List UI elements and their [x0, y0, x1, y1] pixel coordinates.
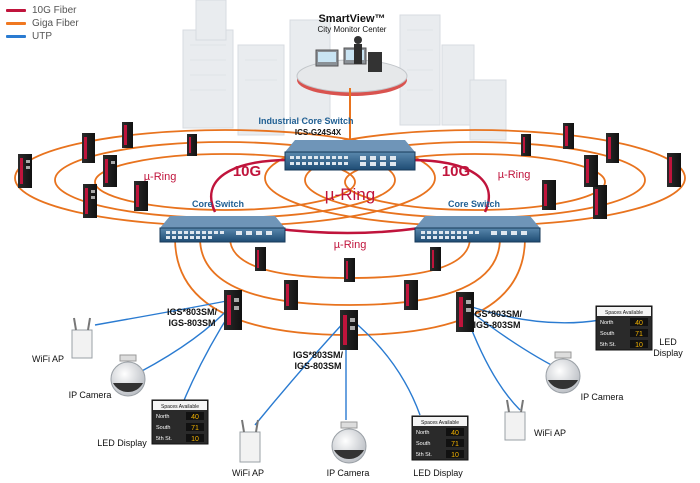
edge-label-right-line2: IGS-803SM: [473, 320, 520, 330]
ring-switch: [521, 134, 531, 156]
wifi-ap-left-icon: [71, 317, 93, 359]
control-center-title: SmartView™: [318, 13, 385, 25]
led-display-right-header: Spaces Available: [605, 310, 643, 316]
core-switch-right: [414, 216, 541, 243]
ring-switch: [584, 155, 598, 187]
legend-label-10g: 10G Fiber: [32, 5, 77, 16]
ip-camera-bottom-label: IP Camera: [327, 468, 370, 478]
led-display-bottom-row2-value: 71: [451, 441, 459, 448]
core-switch-right-label: Core Switch: [448, 199, 500, 209]
ring-switch: [255, 247, 266, 271]
ring-switch: [344, 258, 355, 282]
ring-label-10g-right: 10G: [442, 163, 470, 180]
ring-switches-right: [521, 123, 681, 219]
ring-label-left: µ-Ring: [144, 171, 177, 183]
led-display-bottom-header: Spaces Available: [421, 420, 459, 426]
ip-camera-bottom-icon: [331, 421, 367, 464]
wifi-ap-right-label: WiFi AP: [534, 428, 566, 438]
ring-switch: [667, 153, 681, 187]
wifi-ap-bottom-label: WiFi AP: [232, 468, 264, 478]
ring-switch: [430, 247, 441, 271]
led-display-right-row2-name: South: [600, 331, 614, 337]
control-center-subtitle: City Monitor Center: [318, 25, 387, 34]
city-windows: [190, 29, 433, 91]
ring-label-10g-left: 10G: [233, 163, 261, 180]
led-display-bottom-row3-name: 5th St.: [416, 452, 432, 458]
industrial-core-switch: [284, 140, 416, 171]
led-display-left-row1-value: 40: [191, 414, 199, 421]
legend-swatch-10g: [6, 9, 26, 12]
legend-item-giga: Giga Fiber: [6, 17, 79, 30]
wifi-ap-right-icon: [504, 399, 526, 441]
ring-switch: [563, 123, 574, 149]
led-display-bottom-row1-name: North: [416, 430, 429, 436]
led-display-bottom-row2-name: South: [416, 441, 430, 447]
ring-label-bottom: µ-Ring: [334, 239, 367, 251]
edge-switch-left: [224, 290, 242, 330]
ring-switch: [187, 134, 197, 156]
led-display-left-row1-name: North: [156, 414, 169, 420]
led-display-left-row3-name: 5th St.: [156, 436, 172, 442]
ten-g-ring: [209, 158, 491, 235]
core-switch-left-label: Core Switch: [192, 199, 244, 209]
led-display-right: Spaces Available North 40 South 71 5th S…: [595, 305, 653, 351]
legend-label-utp: UTP: [32, 31, 52, 42]
led-display-left: Spaces Available North 40 South 71 5th S…: [151, 399, 209, 445]
ring-switch: [134, 181, 148, 211]
ring-switch: [593, 185, 607, 219]
led-display-right-row1-value: 40: [635, 320, 643, 327]
ip-camera-right-icon: [545, 351, 581, 394]
legend-label-giga: Giga Fiber: [32, 18, 79, 29]
led-display-bottom-row3-value: 10: [451, 452, 459, 459]
led-display-bottom-label: LED Display: [413, 468, 463, 478]
edge-label-center-line1: IGS*803SM/: [293, 350, 344, 360]
ring-label-center: µ-Ring: [325, 185, 375, 204]
ring-switch: [103, 155, 117, 187]
ip-camera-left-icon: [110, 354, 146, 397]
ring-switch: [83, 184, 97, 218]
monitor-center: [296, 36, 408, 96]
wifi-ap-left-label: WiFi AP: [32, 354, 64, 364]
edge-label-left-line1: IGS*803SM/: [167, 307, 218, 317]
ip-camera-left-label: IP Camera: [69, 390, 112, 400]
wifi-ap-bottom-icon: [239, 419, 261, 463]
led-display-left-row3-value: 10: [191, 436, 199, 443]
legend-item-utp: UTP: [6, 30, 79, 43]
led-display-right-row3-name: 5th St.: [600, 342, 616, 348]
core-switch-model: ICS-G24S4X: [295, 128, 342, 137]
ring-switch: [542, 180, 556, 210]
core-switch-title: Industrial Core Switch: [258, 116, 353, 126]
led-display-right-row1-name: North: [600, 320, 613, 326]
ring-switches-left: [18, 122, 197, 218]
ring-label-right: µ-Ring: [498, 169, 531, 181]
led-display-left-row2-value: 71: [191, 425, 199, 432]
led-display-left-row2-name: South: [156, 425, 170, 431]
led-display-bottom: Spaces Available North 40 South 71 5th S…: [411, 415, 469, 461]
ring-switch: [122, 122, 133, 148]
led-display-right-row3-value: 10: [635, 342, 643, 349]
edge-switch-center: [340, 310, 358, 350]
ring-switch: [18, 154, 32, 188]
edge-label-center-line2: IGS-803SM: [294, 361, 341, 371]
led-display-left-header: Spaces Available: [161, 404, 199, 410]
edge-label-right-line1: IGS*803SM/: [472, 309, 523, 319]
edge-label-left-line2: IGS-803SM: [168, 318, 215, 328]
led-display-bottom-row1-value: 40: [451, 430, 459, 437]
ring-switch: [82, 133, 95, 163]
core-switch-left: [159, 216, 286, 243]
edge-switch-right: [456, 292, 474, 332]
ring-switch: [404, 280, 418, 310]
ring-switch: [284, 280, 298, 310]
led-display-left-label: LED Display: [97, 438, 147, 448]
led-display-right-row2-value: 71: [635, 331, 643, 338]
legend-swatch-giga: [6, 22, 26, 25]
legend: 10G Fiber Giga Fiber UTP: [6, 4, 79, 43]
ring-switch: [606, 133, 619, 163]
ring-switches-lower: [255, 247, 441, 310]
ip-camera-right-label: IP Camera: [581, 392, 624, 402]
legend-item-10g: 10G Fiber: [6, 4, 79, 17]
legend-swatch-utp: [6, 35, 26, 38]
